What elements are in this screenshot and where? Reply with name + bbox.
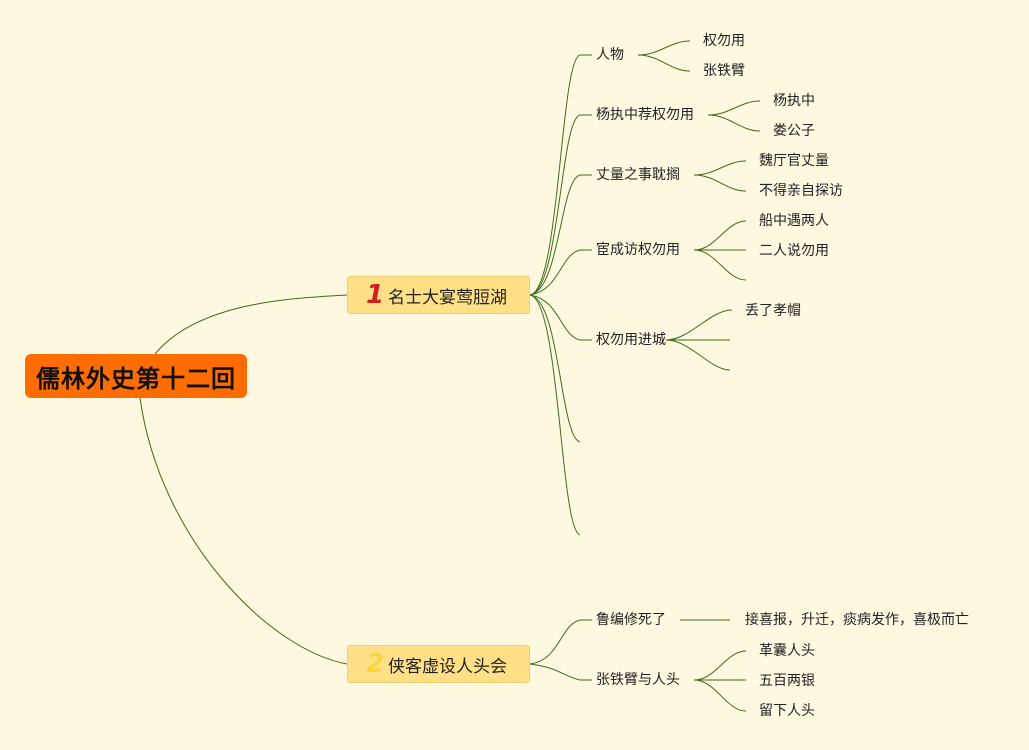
leaf-bude-tanfang[interactable]: 不得亲自探访 [759,183,843,199]
leaf-quan-wuyong[interactable]: 权勿用 [703,33,745,49]
subtopic-lu-bianxiu[interactable]: 鲁编修死了 [596,612,666,628]
link-b1-sub-1 [529,54,581,296]
leaf-liuxia-rentou[interactable]: 留下人头 [759,703,815,719]
leaf-jiexibao[interactable]: 接喜报，升迁，痰病发作，喜极而亡 [745,612,969,628]
link-root-branch-1 [154,294,348,355]
subtopic-renwu[interactable]: 人物 [596,47,624,63]
link-renwu-1 [637,40,691,56]
subtopic-zhangliang[interactable]: 丈量之事耽搁 [596,167,680,183]
subtopic-zhang-rentou[interactable]: 张铁臂与人头 [596,672,680,688]
link-zhang-1 [693,160,747,176]
leaf-wubai-liang[interactable]: 五百两银 [759,673,815,689]
priority-marker-1: 1 [366,280,385,310]
central-topic[interactable]: 儒林外史第十二回 [25,354,247,398]
priority-marker-2: 2 [366,649,385,679]
link-b1-sub-6 [529,294,581,443]
main-topic-2-label: 侠客虚设人头会 [388,656,507,677]
main-topic-2[interactable]: 2 侠客虚设人头会 [347,645,530,683]
main-topic-1[interactable]: 1 名士大宴莺脰湖 [347,276,530,314]
leaf-genang[interactable]: 革囊人头 [759,643,815,659]
leaf-erren-shuo[interactable]: 二人说勿用 [759,243,829,259]
link-b2-sub-2 [529,663,581,681]
link-root-branch-2 [139,397,348,665]
leaf-wei-tingguan[interactable]: 魏厅官丈量 [759,153,829,169]
subtopic-jincheng[interactable]: 权勿用进城 [596,332,666,348]
link-zt-3 [693,679,747,712]
link-b1-sub-3 [529,174,581,296]
subtopic-yang-recommend[interactable]: 杨执中荐权勿用 [596,107,694,123]
link-zhang-2 [693,174,747,192]
link-yang-1 [707,100,761,116]
leaf-chuanzhong[interactable]: 船中遇两人 [759,213,829,229]
link-b1-sub-7 [529,294,581,536]
link-huan-1 [693,220,747,251]
link-jin-1 [665,309,733,341]
link-zt-1 [693,650,747,681]
link-renwu-2 [637,54,691,72]
link-huan-3 [693,249,747,281]
link-b2-sub-1 [529,619,581,665]
link-yang-2 [707,114,761,132]
leaf-zhang-tiebi[interactable]: 张铁臂 [703,63,745,79]
leaf-yang-zhizhong[interactable]: 杨执中 [773,93,815,109]
link-b1-sub-5 [529,294,581,341]
subtopic-huancheng[interactable]: 宦成访权勿用 [596,242,680,258]
link-b1-sub-2 [529,114,581,296]
leaf-diule-xiaomao[interactable]: 丢了孝帽 [745,303,801,319]
main-topic-1-label: 名士大宴莺脰湖 [388,287,507,308]
leaf-lou-gongzi[interactable]: 娄公子 [773,123,815,139]
link-b1-sub-4 [529,249,581,296]
link-jin-3 [665,339,731,371]
